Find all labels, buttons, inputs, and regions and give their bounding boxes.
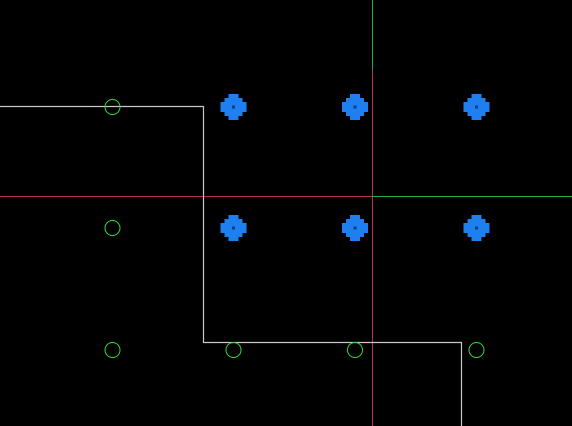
boundary-polyline[interactable] [0,105,463,426]
ring-marker-icon[interactable] [468,342,485,358]
cross-marker-center [475,105,478,109]
ring-marker-icon[interactable] [347,342,363,358]
cross-marker-icon[interactable] [463,94,490,120]
cross-marker-center [475,226,478,230]
cross-marker-center [353,105,357,109]
cross-marker-icon[interactable] [342,94,368,120]
ring-marker-icon[interactable] [225,342,242,358]
ring-marker-icon[interactable] [104,99,121,115]
cross-marker-icon[interactable] [342,215,368,241]
cross-marker-icon[interactable] [220,94,247,120]
cross-marker-icon[interactable] [463,215,490,241]
cross-marker-icon[interactable] [220,215,247,241]
markers-group [104,94,490,358]
cross-marker-center [353,226,357,230]
cross-marker-center [232,105,235,109]
cross-marker-center [232,226,235,230]
ring-marker-icon[interactable] [104,220,121,236]
ring-marker-icon[interactable] [104,342,121,358]
